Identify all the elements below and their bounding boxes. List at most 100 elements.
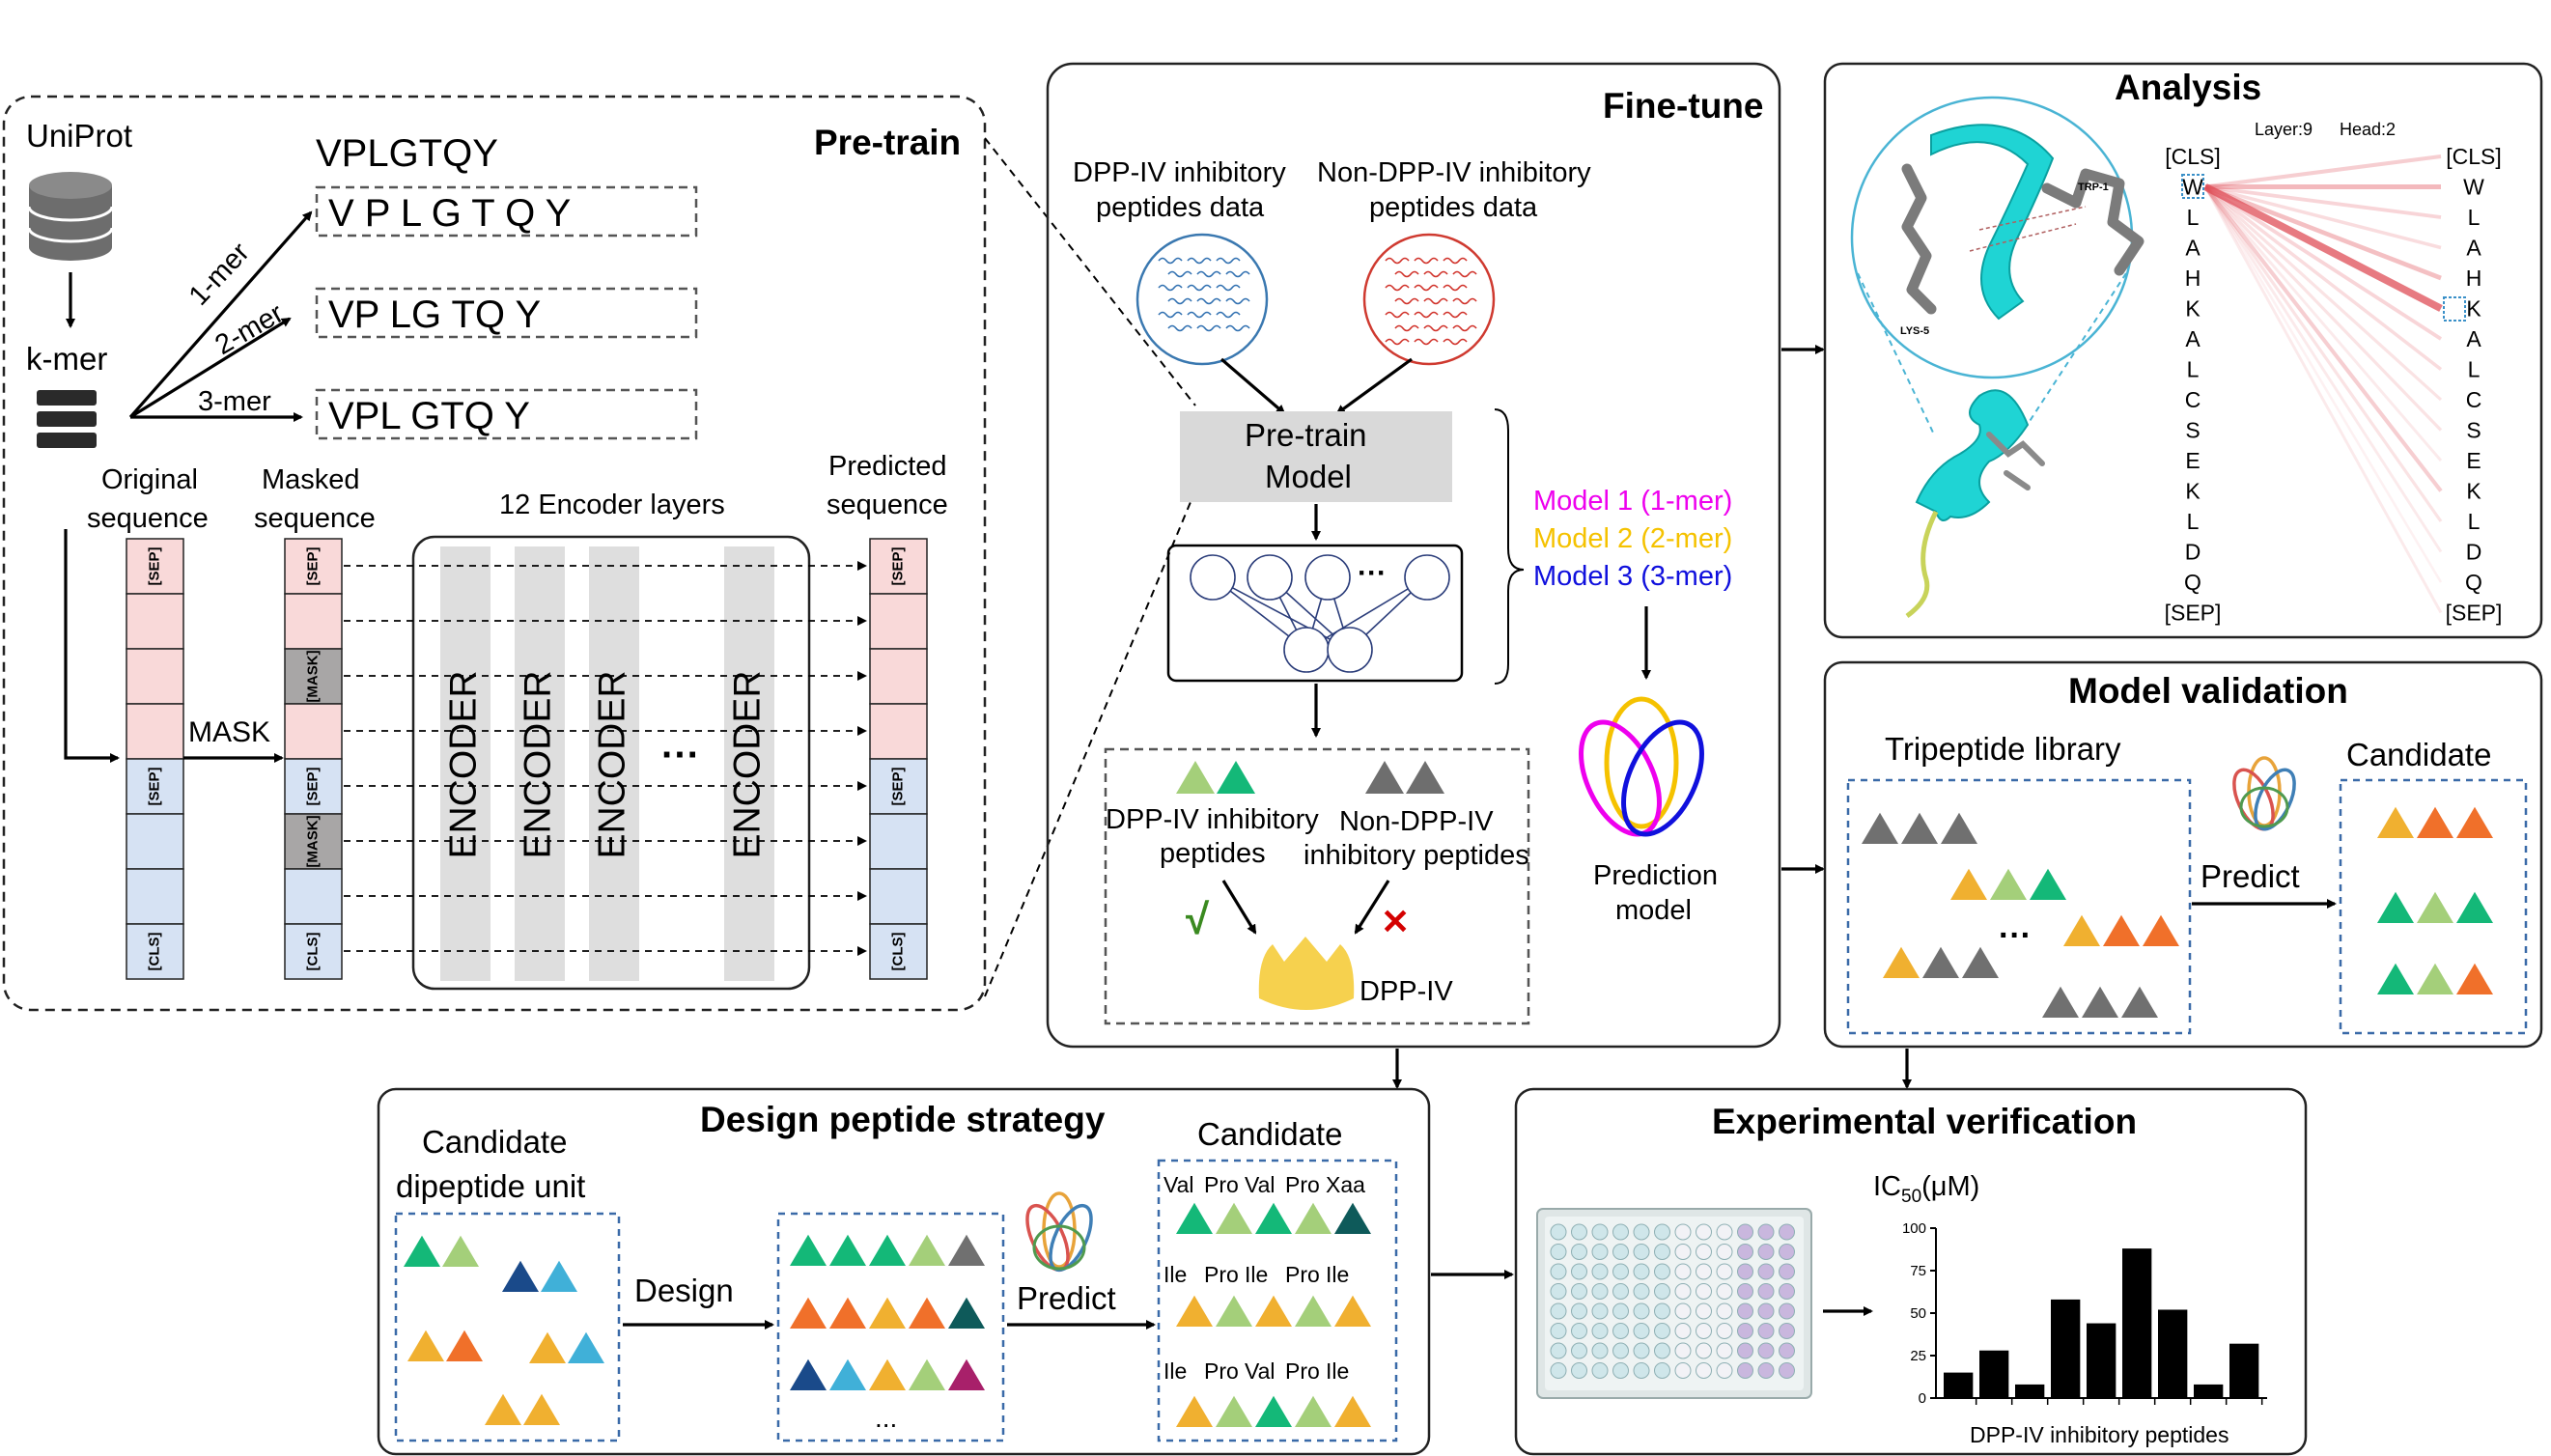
amino-acid-label: Ile [1326,1358,1349,1384]
design-title: Design peptide strategy [700,1100,1106,1139]
plate-well [1571,1323,1587,1339]
peptide-triangle [1334,1295,1371,1327]
analysis-border [1823,62,2543,639]
right-token: W [2463,175,2484,200]
token-cell [869,703,928,760]
finetune-panel: Fine-tune DPP-IV inhibitory peptides dat… [1046,62,1781,1049]
encoder-box [411,535,811,991]
plate-well [1612,1323,1629,1339]
peptide-triangle [1255,1202,1292,1234]
token-label: [CLS] [889,933,906,971]
peptide-triangle [1990,868,2027,900]
attention-line [2203,185,2443,492]
right-k-highlight [2443,296,2466,322]
zoom-line-left [1857,272,1935,435]
peptide-triangle [948,1297,985,1329]
network-box [1166,544,1464,683]
plate-well [1633,1244,1650,1260]
model3-label: Model 3 (3-mer) [1533,561,1732,592]
head-label: Head:2 [2340,120,2396,139]
peptide-triangle [1962,946,1999,978]
data-squiggle [1452,324,1477,332]
uniprot-label: UniProt [26,118,132,154]
unit-label-2: dipeptide unit [396,1168,585,1204]
design-predict-label: Predict [1017,1280,1116,1316]
peptide-triangle [1941,812,1977,844]
data-squiggle [1423,270,1448,278]
encoder-label: ENCODER [726,670,768,858]
peptide-triangle [485,1393,521,1425]
amino-acid-label: Xaa [1326,1172,1365,1197]
data-squiggle [1414,311,1439,319]
finetune-border [1046,62,1781,1049]
data-squiggle [1158,284,1183,292]
token-label: [SEP] [146,546,162,585]
peptide-triangle [1295,1202,1332,1234]
experiment-title: Experimental verification [1712,1102,2137,1141]
amino-acid-label: Val [1245,1358,1276,1384]
left-token: C [2185,387,2201,412]
peptide-triangle [2143,914,2179,946]
predicted-seq-1: Predicted [828,451,947,482]
arrow-2mer [129,317,292,419]
predicted-token-column: [SEP][SEP][CLS] [869,538,928,980]
y-tick-label: 100 [1902,1220,1926,1237]
library-dots: ··· [1999,917,2032,954]
y-tick-label: 50 [1910,1305,1926,1322]
peptide-triangle [1295,1295,1332,1327]
plate-well [1550,1263,1567,1280]
label-2mer: 2-mer [210,297,290,361]
peptide-triangle [790,1358,827,1390]
data-squiggle [1187,257,1212,265]
attention-line [2204,184,2442,281]
attention-line [2203,184,2443,341]
plate-well [1716,1323,1733,1339]
label-1mer: 1-mer [183,237,256,311]
plate-well [1654,1362,1670,1379]
data-squiggle [1216,284,1241,292]
right-token: L [2468,205,2481,230]
seq-2mer-box [315,287,698,339]
peptide-triangle [1216,1295,1252,1327]
token-cell [126,593,184,650]
peptide-triangle [790,1234,827,1266]
plate-well [1716,1342,1733,1359]
token-cell [869,538,928,595]
plate-well [1591,1244,1609,1260]
left-token: K [2185,296,2201,322]
data-squiggle [1225,324,1250,332]
plate-well [1654,1342,1670,1359]
peptide-triangle [909,1234,945,1266]
label-3mer: 3-mer [198,386,271,417]
masked-seq-1: Masked [262,464,360,495]
token-label: [SEP] [889,546,906,585]
plate-well [1591,1283,1609,1300]
peptide-triangle [869,1234,906,1266]
left-token: W [2182,175,2203,200]
plate-well [1716,1244,1733,1260]
data-squiggle [1443,311,1468,319]
analysis-panel: Analysis Layer:9 Head:2 TRP-1 LYS-5 [CLS… [1823,62,2543,639]
pretrain-model-2: Model [1265,459,1352,494]
plate-well [1612,1283,1629,1300]
peptide-triangle [2456,891,2493,923]
data-squiggle [1414,284,1439,292]
right-token: S [2466,418,2481,443]
data-squiggle [1187,284,1212,292]
plate-well [1550,1323,1567,1339]
token-label: [MASK] [304,650,321,702]
check-mark: √ [1186,896,1210,943]
design-candidate-label: Candidate [1197,1116,1342,1152]
plate-well [1737,1244,1753,1260]
plate-well [1591,1342,1609,1359]
database-icon [27,172,114,261]
token-label: [SEP] [304,767,321,805]
token-cell [126,648,184,705]
chart-bar [1944,1372,1974,1398]
left-token: D [2185,540,2201,565]
val-candidate-label: Candidate [2346,737,2491,772]
peptide-triangle [2042,986,2079,1018]
val-predict-label: Predict [2201,858,2300,894]
token-cell [284,923,343,980]
